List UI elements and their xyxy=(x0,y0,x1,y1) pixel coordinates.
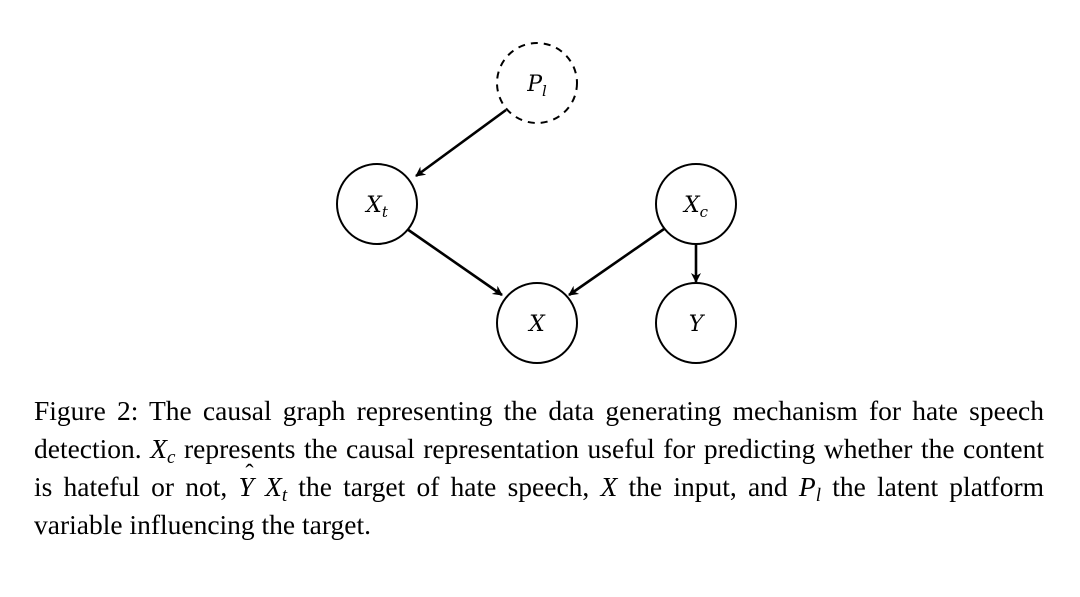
node-xc-label: X xyxy=(682,193,701,218)
node-xt-label: X xyxy=(364,193,383,218)
node-pl: Pl xyxy=(496,42,578,124)
node-x: X xyxy=(496,282,578,364)
caption-math-xc-subscript: c xyxy=(167,447,176,468)
node-pl-label: P xyxy=(526,72,543,97)
caption-math-xc: X xyxy=(150,433,167,464)
node-y: Y xyxy=(655,282,737,364)
node-xt: Xt xyxy=(336,163,418,245)
node-y-label: Y xyxy=(689,312,706,337)
node-xc-subscript: c xyxy=(700,203,709,221)
svg-text:Pl: Pl xyxy=(526,72,547,100)
caption-text-4: the target of hate speech, xyxy=(287,471,601,502)
caption-math-pl: P xyxy=(798,471,816,502)
svg-text:Xt: Xt xyxy=(364,193,389,221)
svg-text:Xc: Xc xyxy=(682,193,709,221)
caption-math-xt-subscript: t xyxy=(281,485,288,506)
edge-pl-to-xt xyxy=(415,108,507,178)
caption-text-3 xyxy=(254,471,265,502)
node-xc: Xc xyxy=(655,163,737,245)
node-pl-subscript: l xyxy=(542,82,547,100)
caption-math-pl-subscript: l xyxy=(815,485,821,506)
node-x-label: X xyxy=(527,312,546,337)
edge-xc-to-x xyxy=(568,227,665,297)
caption-text-1: Figure 2: The causal graph representing … xyxy=(34,395,1044,464)
caption-text-5: the input, and xyxy=(617,471,799,502)
caption-text-2: represents the causal representation use… xyxy=(34,433,1044,502)
caption-math-xt: X xyxy=(265,471,282,502)
figure-caption: Figure 2: The causal graph representing … xyxy=(34,392,1044,544)
causal-graph: Pl Xt Xc X Y xyxy=(336,42,737,364)
node-xt-subscript: t xyxy=(382,203,389,221)
edge-xt-to-x xyxy=(406,227,503,297)
caption-math-yhat: Y xyxy=(238,455,253,506)
caption-math-x: X xyxy=(600,471,618,502)
caption-text-6: the latent platform variable influencing… xyxy=(34,471,1045,540)
